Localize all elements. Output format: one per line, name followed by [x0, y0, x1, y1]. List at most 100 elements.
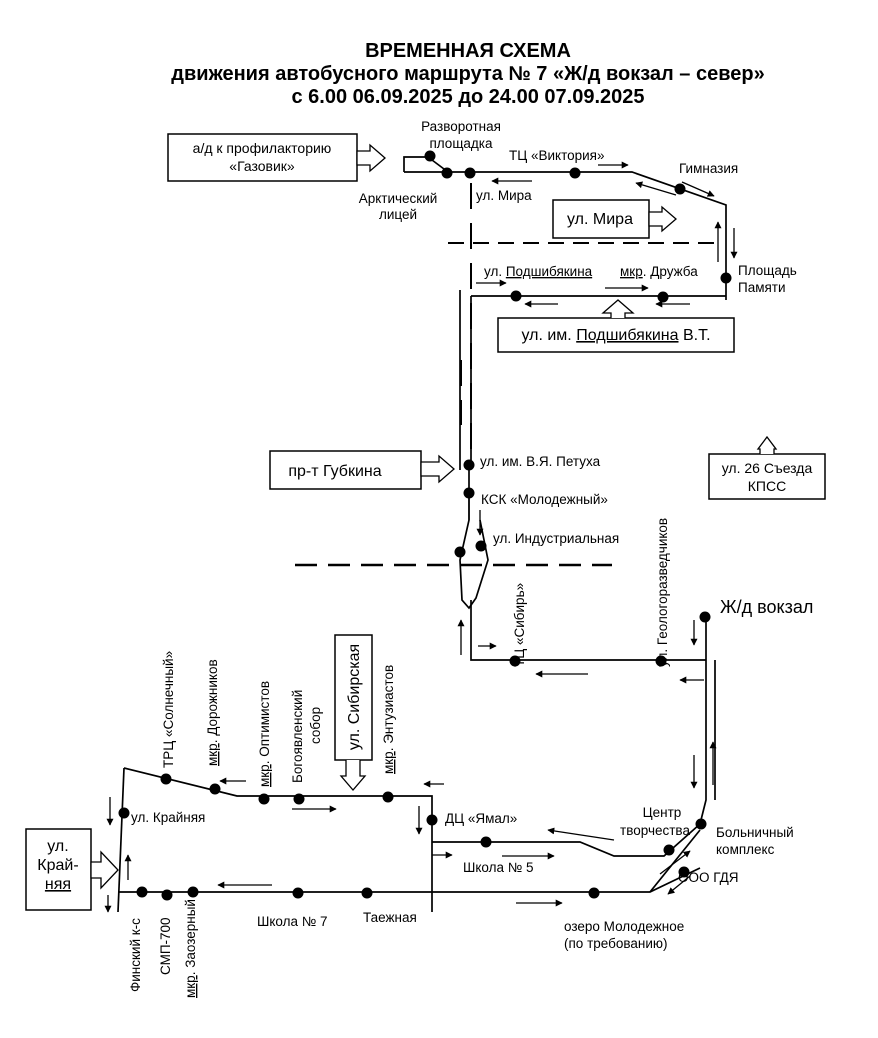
stop-dot-molodezhny — [463, 487, 475, 499]
label-gdya: ООО ГДЯ — [678, 870, 739, 885]
title-line-1: ВРЕМЕННАЯ СХЕМА — [365, 40, 571, 62]
route-lines — [117, 156, 727, 913]
label-dorozhnikov: мкр. Дорожников — [205, 659, 220, 766]
box-krainyaya-line-1: ул. — [47, 838, 68, 855]
arrow-26-sezda-icon — [756, 435, 778, 454]
stop-dot-victoria — [569, 167, 581, 179]
arrow-gazovik-icon — [356, 143, 386, 173]
stop-dot-ozero — [588, 887, 600, 899]
stop-dot-bolnichny — [695, 818, 707, 830]
stop-dot-yamal — [426, 814, 438, 826]
title-line-2: движения автобусного маршрута № 7 «Ж/д в… — [171, 63, 764, 85]
arrow-gdya-sw — [667, 875, 691, 895]
label-sobor-2: собор — [308, 707, 323, 744]
title-block: ВРЕМЕННАЯ СХЕМА движения автобусного мар… — [171, 40, 764, 108]
label-sibir: ТЦ «Сибирь» — [512, 583, 527, 667]
road-molodezhny-loop — [459, 465, 489, 610]
stop-dots — [118, 150, 732, 901]
arrow-mira-icon — [648, 205, 677, 233]
box-gubkina-label: пр-т Губкина — [288, 463, 381, 480]
label-ozero-1: озеро Молодежное — [564, 919, 684, 934]
title-line-3: с 6.00 06.09.2025 до 24.00 07.09.2025 — [292, 86, 645, 108]
road-krainyaya — [117, 767, 125, 913]
box-gazovik: а/д к профилакторию «Газовик» — [167, 133, 386, 182]
label-geolog: ул. Геологоразведчиков — [655, 518, 670, 667]
arrow-gubkina-icon — [420, 454, 455, 484]
arrow-sibirskaya-icon — [339, 760, 367, 791]
box-26-sezda: ул. 26 Съезда КПСС — [708, 435, 826, 500]
label-tsentr-2: творчества — [620, 823, 690, 838]
stop-dot-mira — [464, 167, 476, 179]
label-entuziastov: мкр. Энтузиастов — [381, 665, 396, 774]
arrow-podshibyakina-icon — [601, 299, 635, 318]
label-tsentr-1: Центр — [643, 805, 682, 820]
stop-dot-entuziastov — [382, 791, 394, 803]
label-shkola5: Школа № 5 — [463, 860, 534, 875]
stop-dot-zaozerny — [187, 886, 199, 898]
stop-dot-smp — [161, 889, 173, 901]
stop-dot-industrialnaya-2 — [475, 540, 487, 552]
stop-labels-vertical: ТЦ «Сибирь» ул. Геологоразведчиков ТРЦ «… — [128, 518, 670, 998]
label-mira: ул. Мира — [476, 188, 532, 203]
stop-dot-gdya — [678, 866, 690, 878]
label-victoria: ТЦ «Виктория» — [509, 148, 605, 163]
box-krainyaya-line-3: няя — [45, 876, 71, 893]
box-gazovik-line-2: «Газовик» — [229, 158, 295, 174]
label-bolnichny-1: Больничный — [716, 825, 794, 840]
label-razvorot-2: площадка — [429, 136, 493, 151]
stop-dot-krainyaya — [118, 807, 130, 819]
stop-dot-shkola7 — [292, 887, 304, 899]
road-vokzal-down — [699, 620, 707, 825]
stop-dot-podshibyakina — [510, 290, 522, 302]
stop-dot-finsky — [136, 886, 148, 898]
stop-dot-geolog — [655, 655, 667, 667]
direction-arrows — [104, 161, 738, 913]
label-industrialnaya: ул. Индустриальная — [493, 531, 619, 546]
stop-dot-vokzal — [699, 611, 711, 623]
stop-dot-ploshchad — [720, 272, 732, 284]
box-podshibyakina-label: ул. им. Подшибякина В.Т. — [521, 327, 710, 344]
box-krainyaya: ул. Край- няя — [25, 828, 119, 911]
label-krainyaya: ул. Крайняя — [131, 810, 205, 825]
stop-dot-sibir — [509, 655, 521, 667]
box-gazovik-line-1: а/д к профилакторию — [193, 140, 332, 156]
road-razvorot — [403, 156, 428, 172]
label-molodezhny: КСК «Молодежный» — [481, 492, 608, 507]
label-yamal: ДЦ «Ямал» — [445, 811, 517, 826]
stop-dot-taezhnaya — [361, 887, 373, 899]
label-druzhba: мкр. Дружба — [620, 264, 698, 279]
label-arktich-2: лицей — [379, 207, 417, 222]
road-yamal — [432, 823, 701, 857]
stop-dot-industrialnaya-1 — [454, 546, 466, 558]
stop-dot-arktich — [441, 167, 453, 179]
arrow-tsentr-west — [547, 827, 615, 841]
label-smp: СМП-700 — [158, 917, 173, 975]
arrow-gimnaziya-west — [635, 181, 677, 196]
label-taezhnaya: Таежная — [363, 910, 417, 925]
arrow-gdya-ne — [659, 850, 691, 875]
box-mira: ул. Мира — [552, 199, 677, 239]
road-sibir — [470, 600, 706, 661]
box-podshibyakina: ул. им. Подшибякина В.Т. — [497, 299, 735, 353]
box-26-sezda-line-2: КПСС — [748, 478, 786, 494]
label-finsky: Финский к-с — [128, 918, 143, 992]
street-boxes: а/д к профилакторию «Газовик» ул. Мира у… — [25, 133, 826, 911]
label-vokzal: Ж/д вокзал — [720, 597, 813, 617]
label-ploshchad-1: Площадь — [738, 263, 797, 278]
label-petukha: ул. им. В.Я. Петуха — [480, 454, 601, 469]
closure-lines — [295, 183, 720, 567]
label-bolnichny-2: комплекс — [716, 842, 775, 857]
box-sibirskaya: ул. Сибирская — [334, 634, 373, 791]
box-sibirskaya-label: ул. Сибирская — [346, 644, 363, 750]
label-sobor-1: Богоявленский — [290, 690, 305, 783]
label-ploshchad-2: Памяти — [738, 280, 786, 295]
box-krainyaya-line-2: Край- — [37, 857, 78, 874]
label-arktich-1: Арктический — [359, 191, 438, 206]
stop-dot-petukha — [463, 459, 475, 471]
label-solnechny: ТРЦ «Солнечный» — [161, 651, 176, 768]
road-gdya — [649, 829, 701, 893]
stop-dot-shkola5 — [480, 836, 492, 848]
stop-dot-solnechny — [160, 773, 172, 785]
arrow-krainyaya-icon — [90, 850, 119, 890]
